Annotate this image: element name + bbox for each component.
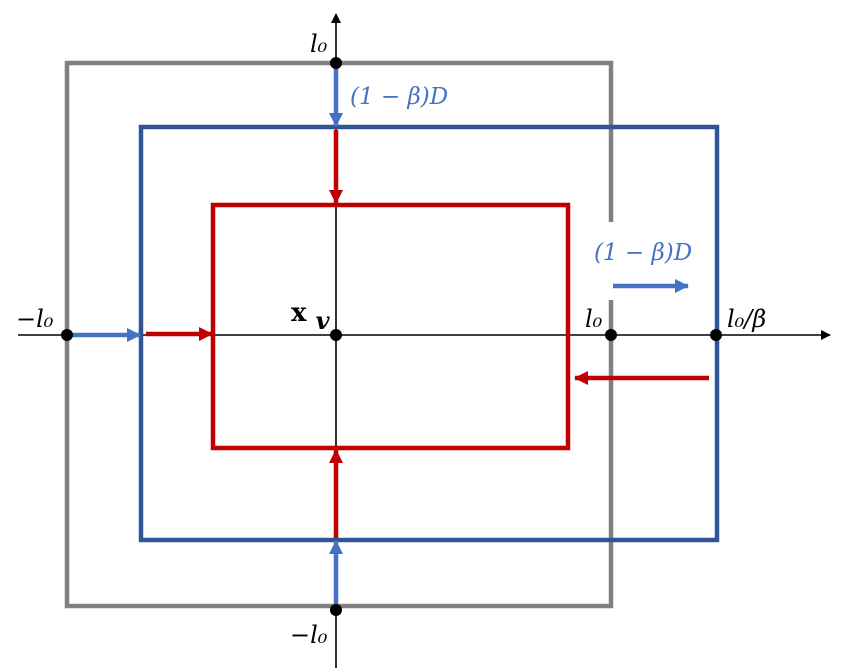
label-center-sub: v bbox=[316, 306, 331, 335]
point-center bbox=[330, 329, 342, 341]
point-bottom bbox=[330, 604, 342, 616]
gray-box-gap bbox=[604, 222, 620, 300]
label-right-axis-inner: l₀ bbox=[585, 305, 603, 333]
label-top-axis: l₀ bbox=[310, 30, 328, 58]
label-right-shift: (1 − β)D bbox=[594, 240, 692, 266]
label-left-axis: −l₀ bbox=[16, 305, 54, 333]
point-right-outer bbox=[710, 329, 722, 341]
red-box bbox=[210, 202, 571, 451]
point-right-inner bbox=[605, 329, 617, 341]
label-center: x v bbox=[291, 298, 331, 335]
label-right-axis-outer: l₀/β bbox=[727, 305, 766, 333]
label-center-main: x bbox=[291, 298, 307, 328]
label-top-shift: (1 − β)D bbox=[350, 84, 448, 110]
blue-box bbox=[138, 124, 720, 543]
point-top bbox=[330, 57, 342, 69]
label-bottom-axis: −l₀ bbox=[290, 621, 328, 649]
point-left bbox=[61, 329, 73, 341]
